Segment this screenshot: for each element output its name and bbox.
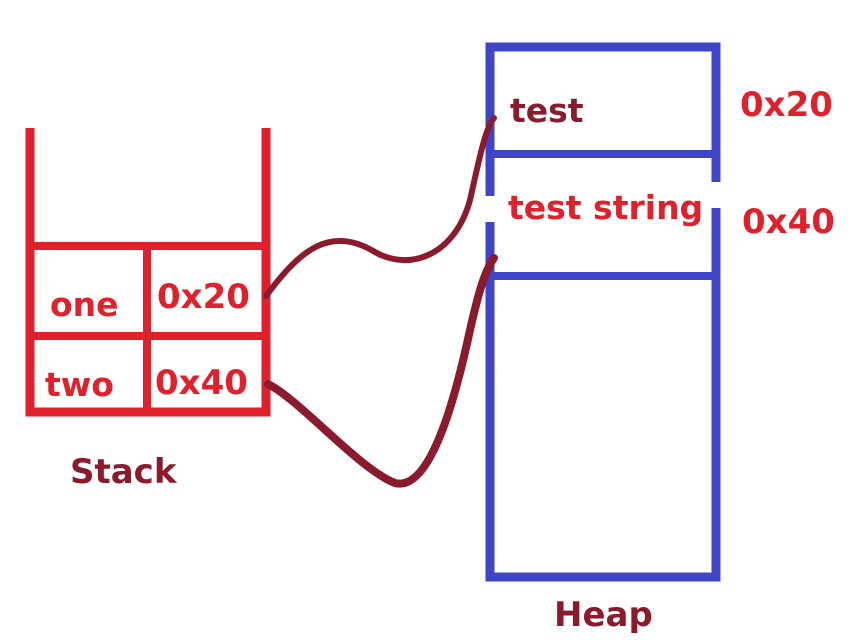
stack-row-two-name: two [45, 365, 114, 404]
heap-notch-left [484, 196, 496, 222]
stack-title: Stack [70, 452, 177, 492]
stack-row-one-value: 0x20 [157, 277, 250, 317]
heap-block-2-address: 0x40 [742, 202, 835, 242]
heap-outline [485, 42, 721, 582]
stack-row-two-value: 0x40 [155, 363, 248, 403]
heap-container [484, 42, 722, 582]
stack-row-one-name: one [50, 285, 119, 324]
stack-container [25, 128, 271, 417]
pointer-two-to-test-string [264, 254, 498, 488]
heap-notch-right [710, 182, 722, 208]
heap-title: Heap [554, 595, 653, 635]
heap-block-1-content: test [510, 91, 584, 130]
heap-block-2-content: test string [508, 188, 704, 227]
pointer-one-to-test [263, 115, 497, 299]
heap-block-1-address: 0x20 [740, 85, 833, 125]
